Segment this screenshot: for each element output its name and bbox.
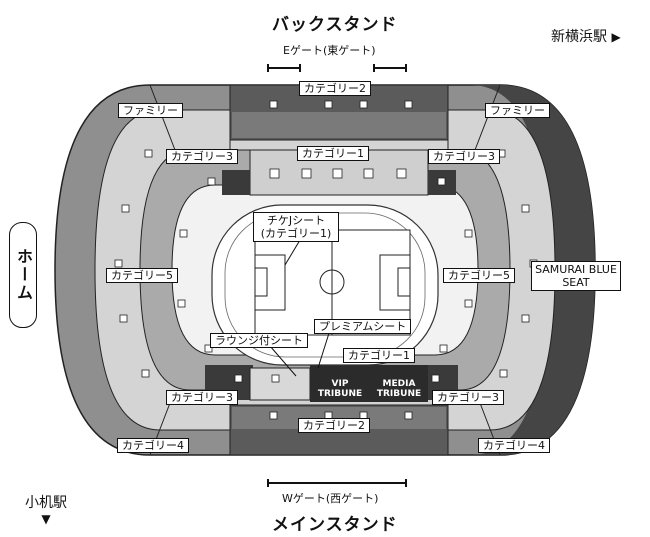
home-label: ホーム: [14, 248, 33, 302]
category3-top-left-label: カテゴリー3: [166, 149, 238, 164]
category3-bottom-right-label: カテゴリー3: [432, 390, 504, 405]
chikej-line1: チケJシート: [266, 214, 326, 227]
shin-yokohama-label: 新横浜駅: [551, 29, 607, 45]
chikej-seat-label: チケJシート (カテゴリー1): [253, 212, 339, 242]
category3-bottom-left-label: カテゴリー3: [166, 390, 238, 405]
back-stand-inner: [232, 112, 446, 138]
home-sign: ホーム: [9, 222, 37, 328]
family-left-label: ファミリー: [118, 103, 183, 118]
kozukue-label: 小机駅: [25, 495, 67, 511]
media-line2: TRIBUNE: [376, 389, 422, 399]
category2-bottom-label: カテゴリー2: [298, 418, 370, 433]
pitch: [254, 229, 411, 336]
gate-markers: [267, 64, 407, 487]
main-stand-heading: メインスタンド: [272, 515, 398, 535]
category1-bottom-label: カテゴリー1: [343, 348, 415, 363]
samurai-blue-sector: [470, 85, 595, 455]
category5-left-label: カテゴリー5: [106, 268, 178, 283]
samurai-blue-seat-label: SAMURAI BLUE SEAT: [531, 261, 621, 291]
premium-seat-label: プレミアムシート: [314, 319, 412, 334]
media-tribune-block: [370, 365, 428, 402]
category5-right-label: カテゴリー5: [443, 268, 515, 283]
arrow-down-icon: ▼: [41, 512, 51, 526]
kozukue-station: 小机駅 ▼: [25, 492, 67, 526]
category3-top-right-label: カテゴリー3: [428, 149, 500, 164]
back-stand-heading: バックスタンド: [272, 15, 398, 35]
corner-block-tl: [222, 170, 250, 195]
shin-yokohama-station: 新横浜駅 ▶: [551, 26, 621, 46]
category4-right-label: カテゴリー4: [478, 438, 550, 453]
chikej-line2: (カテゴリー1): [260, 227, 332, 240]
gate-e-label: Eゲート(東ゲート): [283, 44, 376, 57]
arrow-right-icon: ▶: [611, 30, 621, 44]
vip-tribune-block: [310, 365, 370, 402]
family-right-label: ファミリー: [485, 103, 550, 118]
callout-lines: [269, 239, 331, 377]
category1-top-label: カテゴリー1: [297, 146, 369, 161]
media-line1: MEDIA: [382, 379, 416, 389]
vip-line1: VIP: [331, 379, 349, 389]
category2-top-label: カテゴリー2: [299, 81, 371, 96]
vip-line2: TRIBUNE: [317, 389, 363, 399]
category4-left-label: カテゴリー4: [117, 438, 189, 453]
category1-bottom-block: [249, 367, 311, 401]
vip-tribune-label: VIP TRIBUNE: [313, 379, 367, 399]
lounge-seat-label: ラウンジ付シート: [210, 333, 308, 348]
media-tribune-label: MEDIA TRIBUNE: [372, 379, 426, 399]
gate-w-label: Wゲート(西ゲート): [282, 492, 379, 505]
